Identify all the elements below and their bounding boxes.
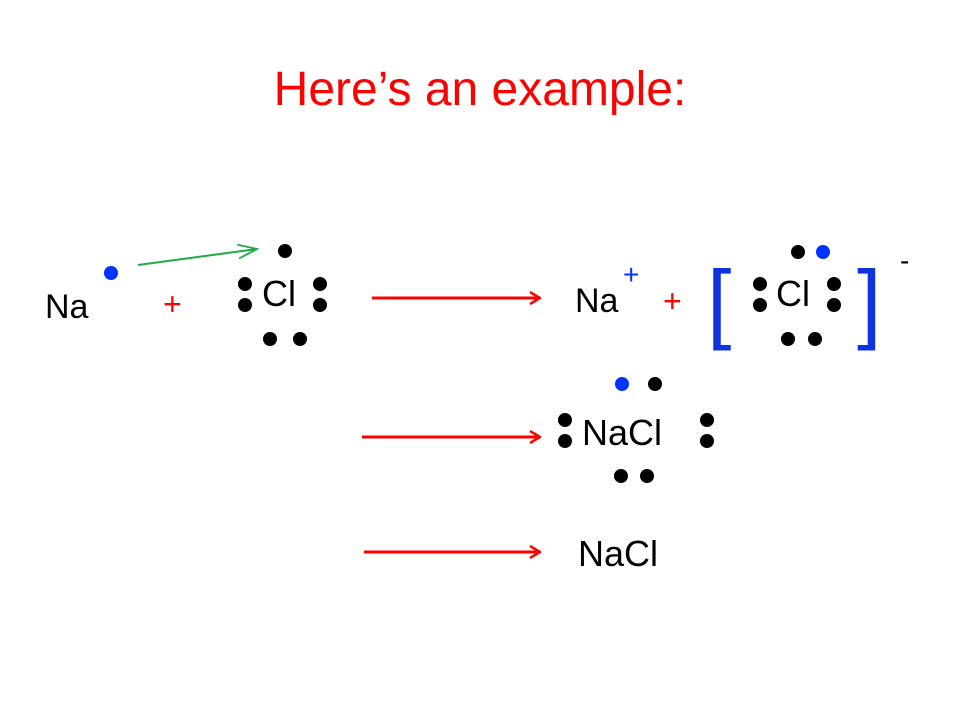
reactant-sodium-symbol: Na <box>45 288 89 326</box>
sodium-ion-charge: + <box>623 259 639 290</box>
product-sodium-ion-symbol: Na <box>575 282 619 320</box>
slide-title: Here’s an example: <box>273 63 687 116</box>
electron-transfer-arrow <box>137 249 257 266</box>
plus-sign-2: + <box>663 283 682 319</box>
reactant-chlorine-symbol: Cl <box>262 273 296 314</box>
chloride-valence-electrons <box>753 245 841 346</box>
plus-sign-1: + <box>163 286 182 322</box>
final-compound-symbol: NaCl <box>578 533 658 574</box>
right-bracket: ] <box>857 252 881 351</box>
chloride-ion-charge: - <box>900 245 909 276</box>
chlorine-valence-electrons <box>238 244 327 346</box>
left-bracket: [ <box>707 252 731 351</box>
product-chloride-ion-symbol: Cl <box>776 273 810 314</box>
sodium-valence-electron <box>104 266 118 280</box>
lewis-compound-symbol: NaCl <box>582 412 662 453</box>
compound-valence-electrons <box>558 377 714 483</box>
